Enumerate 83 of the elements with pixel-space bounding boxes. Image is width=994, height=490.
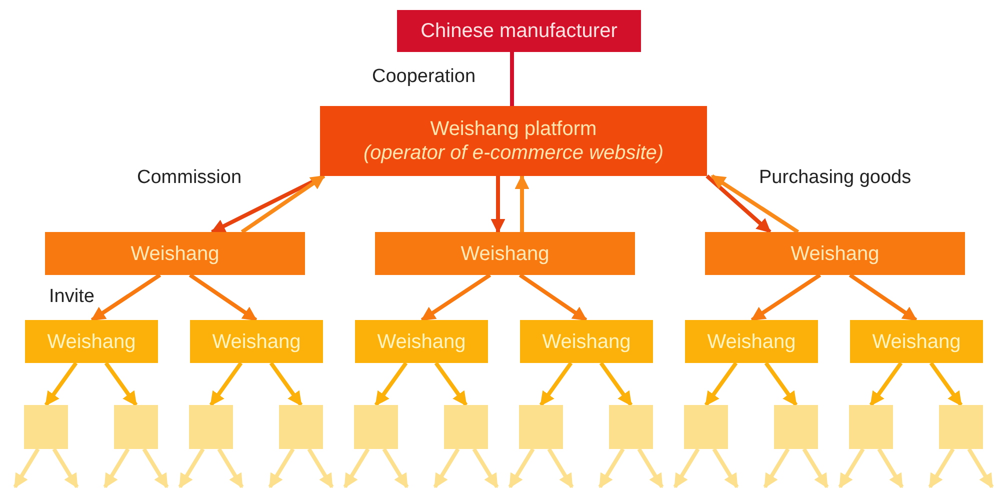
- process-box: [45, 232, 305, 275]
- process-box: [320, 106, 707, 176]
- arrow: [217, 448, 244, 488]
- process-box: [375, 232, 635, 275]
- arrow: [188, 273, 258, 322]
- arrow: [967, 448, 994, 488]
- arrow: [929, 362, 963, 406]
- process-box: [705, 232, 965, 275]
- node-label: Weishang: [707, 330, 796, 354]
- arrow: [420, 273, 492, 322]
- arrow: [13, 448, 40, 488]
- node-label: Weishang: [377, 330, 466, 354]
- process-box: [355, 320, 488, 363]
- arrow: [52, 448, 79, 488]
- arrow: [710, 174, 800, 234]
- node-label: Weishang: [47, 330, 136, 354]
- arrow: [44, 362, 78, 406]
- empty-box: [684, 405, 728, 449]
- arrow: [764, 362, 798, 406]
- empty-box: [189, 405, 233, 449]
- arrow: [103, 448, 130, 488]
- empty-box: [849, 405, 893, 449]
- arrow: [490, 176, 506, 234]
- arrow: [848, 273, 918, 322]
- process-box: [397, 10, 641, 52]
- arrow: [374, 362, 408, 406]
- arrow: [209, 362, 243, 406]
- process-box: [685, 320, 818, 363]
- arrow: [433, 448, 460, 488]
- node-label: Chinese manufacturer: [420, 19, 618, 43]
- arrow: [518, 273, 588, 322]
- process-box: [25, 320, 158, 363]
- arrow: [704, 362, 738, 406]
- arrow: [869, 362, 903, 406]
- empty-box: [939, 405, 983, 449]
- connector-line: [510, 52, 514, 106]
- arrow: [90, 273, 162, 322]
- arrow: [637, 448, 664, 488]
- arrow: [382, 448, 409, 488]
- arrow: [877, 448, 904, 488]
- node-label: Weishang: [130, 242, 220, 266]
- node-label: Weishang: [872, 330, 961, 354]
- arrow: [268, 448, 295, 488]
- empty-box: [774, 405, 818, 449]
- arrow: [514, 174, 530, 232]
- arrow: [763, 448, 790, 488]
- arrow: [712, 448, 739, 488]
- empty-box: [519, 405, 563, 449]
- arrow: [539, 362, 573, 406]
- node-label: Weishang: [212, 330, 301, 354]
- arrow: [343, 448, 370, 488]
- node-label: Weishang: [542, 330, 631, 354]
- arrow: [508, 448, 535, 488]
- arrow: [547, 448, 574, 488]
- arrow: [838, 448, 865, 488]
- arrow: [269, 362, 303, 406]
- arrow: [434, 362, 468, 406]
- empty-box: [354, 405, 398, 449]
- arrow: [240, 174, 326, 234]
- arrow: [472, 448, 499, 488]
- empty-box: [24, 405, 68, 449]
- node-label: Weishang: [790, 242, 880, 266]
- process-box: [190, 320, 323, 363]
- arrow: [142, 448, 169, 488]
- empty-box: [279, 405, 323, 449]
- arrow: [599, 362, 633, 406]
- arrow: [673, 448, 700, 488]
- arrow: [178, 448, 205, 488]
- node-label: Weishang platform: [430, 117, 597, 141]
- arrow: [307, 448, 334, 488]
- arrow: [928, 448, 955, 488]
- node-label: (operator of e-commerce website): [363, 141, 664, 165]
- process-box: [520, 320, 653, 363]
- empty-box: [114, 405, 158, 449]
- node-label: Weishang: [460, 242, 550, 266]
- empty-box: [444, 405, 488, 449]
- arrow: [706, 174, 772, 234]
- arrow: [750, 273, 822, 322]
- arrow: [802, 448, 829, 488]
- empty-box: [609, 405, 653, 449]
- process-box: [850, 320, 983, 363]
- arrow: [104, 362, 138, 406]
- arrow: [598, 448, 625, 488]
